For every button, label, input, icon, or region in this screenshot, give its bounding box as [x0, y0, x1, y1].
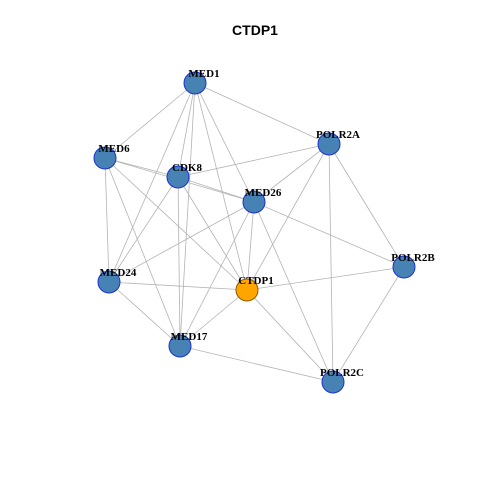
node-med17: MED17	[168, 331, 208, 358]
node-polr2c: POLR2C	[320, 367, 364, 394]
edge-med6-med24	[104, 157, 110, 283]
edge-med6-cdk8	[104, 157, 179, 178]
edge-med24-ctdp1	[108, 281, 248, 291]
node-circle-med1	[183, 71, 207, 95]
edge-cdk8-ctdp1	[177, 176, 248, 291]
node-ctdp1: CTDP1	[235, 275, 274, 302]
node-cdk8: CDK8	[166, 162, 202, 189]
node-label-med1: MED1	[188, 68, 219, 80]
edge-med1-ctdp1	[194, 82, 248, 291]
node-circle-polr2a	[317, 132, 341, 156]
edge-cdk8-med17	[177, 176, 181, 347]
edge-med24-med17	[108, 281, 181, 347]
edge-med17-polr2c	[179, 345, 334, 383]
edge-med1-cdk8	[177, 82, 196, 178]
node-label-med26: MED26	[245, 187, 282, 199]
node-circle-med17	[168, 334, 192, 358]
edge-med6-ctdp1	[104, 157, 248, 291]
node-circle-polr2c	[321, 370, 345, 394]
edge-med1-med26	[194, 82, 255, 203]
edge-med26-polr2b	[253, 201, 405, 268]
edge-cdk8-med26	[177, 176, 255, 203]
edge-med26-polr2c	[253, 201, 334, 383]
node-label-polr2b: POLR2B	[391, 252, 435, 264]
edge-med26-ctdp1	[246, 201, 255, 291]
node-label-med6: MED6	[98, 143, 130, 155]
edge-polr2b-ctdp1	[246, 266, 405, 291]
node-med24: MED24	[97, 267, 137, 294]
edge-polr2a-polr2b	[328, 143, 405, 268]
edge-med26-med17	[179, 201, 255, 347]
edge-med1-polr2a	[194, 82, 330, 145]
node-label-cdk8: CDK8	[172, 162, 202, 174]
edge-med1-med24	[108, 82, 196, 283]
edge-cdk8-med24	[108, 176, 179, 283]
edge-med6-med17	[104, 157, 181, 347]
node-circle-ctdp1	[235, 278, 259, 302]
edge-med1-med6	[104, 82, 196, 159]
node-circle-cdk8	[166, 165, 190, 189]
edges-layer	[104, 82, 405, 383]
node-label-ctdp1: CTDP1	[238, 275, 273, 287]
edge-polr2a-polr2c	[328, 143, 334, 383]
edge-med1-med17	[179, 82, 196, 347]
node-polr2b: POLR2B	[391, 252, 435, 279]
edge-polr2b-polr2c	[332, 266, 405, 383]
edge-ctdp1-med17	[179, 289, 248, 347]
node-circle-med24	[97, 270, 121, 294]
node-label-med17: MED17	[171, 331, 208, 343]
node-med26: MED26	[242, 187, 282, 214]
diagram-title: CTDP1	[232, 22, 278, 38]
node-polr2a: POLR2A	[316, 129, 360, 156]
node-circle-med26	[242, 190, 266, 214]
node-label-polr2c: POLR2C	[320, 367, 364, 379]
node-label-polr2a: POLR2A	[316, 129, 360, 141]
node-label-med24: MED24	[100, 267, 137, 279]
node-circle-polr2b	[392, 255, 416, 279]
edge-med26-med24	[108, 201, 255, 283]
node-circle-med6	[93, 146, 117, 170]
edge-ctdp1-polr2c	[246, 289, 334, 383]
edge-polr2a-med26	[253, 143, 330, 203]
edge-polr2a-cdk8	[177, 143, 330, 178]
node-med1: MED1	[183, 68, 220, 95]
node-med6: MED6	[93, 143, 130, 170]
